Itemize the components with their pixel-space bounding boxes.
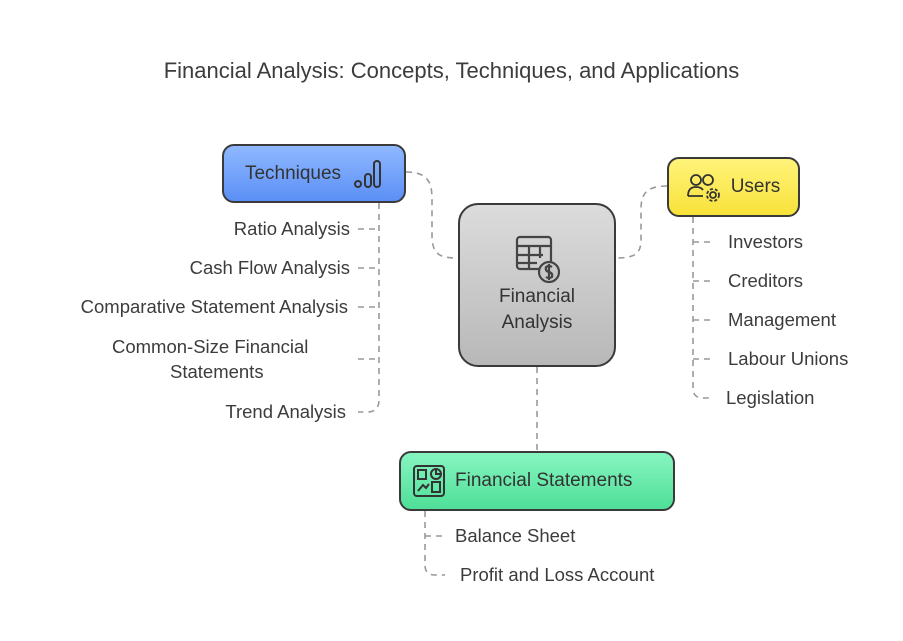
techniques-node[interactable]: Techniques — [222, 144, 406, 203]
user-item: Management — [728, 309, 836, 330]
dashboard-icon — [413, 465, 445, 497]
financial-statements-node[interactable]: Financial Statements — [399, 451, 675, 511]
financial-analysis-node[interactable]: Financial Analysis — [458, 203, 616, 367]
user-item: Creditors — [728, 270, 804, 291]
technique-item: Statements — [170, 361, 264, 382]
technique-item: Common-Size Financial — [112, 336, 309, 357]
user-item: Labour Unions — [728, 348, 849, 369]
users-label: Users — [730, 176, 781, 197]
connector-techniques — [405, 171, 459, 259]
techniques-label: Techniques — [244, 162, 342, 184]
statements-spine — [424, 511, 445, 576]
spreadsheet-dollar-icon — [515, 235, 561, 284]
page-title: Financial Analysis: Concepts, Techniques… — [163, 58, 740, 83]
users-node[interactable]: Users — [667, 157, 800, 217]
technique-item: Cash Flow Analysis — [189, 257, 350, 278]
users-spine — [692, 217, 713, 399]
statements-label: Financial Statements — [455, 470, 633, 491]
user-item: Legislation — [726, 387, 815, 408]
connector-users — [615, 185, 668, 259]
users-gear-icon — [686, 174, 720, 202]
user-item: Investors — [728, 231, 804, 252]
statement-item: Balance Sheet — [455, 525, 576, 546]
statement-item: Profit and Loss Account — [460, 564, 655, 585]
center-label-line1: Financial — [498, 286, 576, 307]
technique-item: Ratio Analysis — [233, 218, 350, 239]
bar-chart-icon — [354, 159, 382, 188]
center-label-line2: Analysis — [501, 312, 573, 333]
technique-item: Trend Analysis — [225, 401, 346, 422]
technique-item: Comparative Statement Analysis — [80, 296, 348, 317]
